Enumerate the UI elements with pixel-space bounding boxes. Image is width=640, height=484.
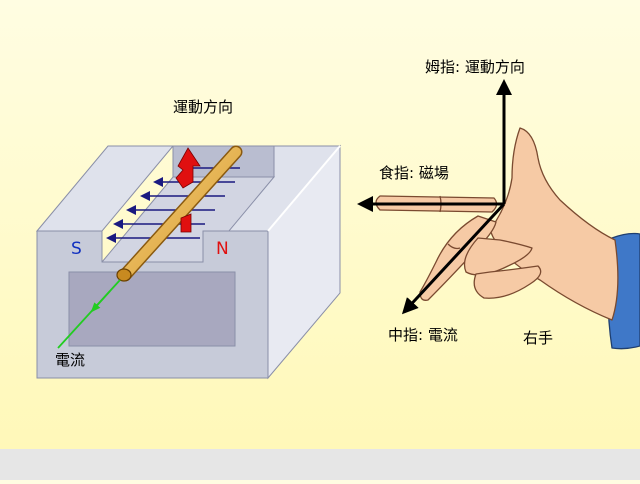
ring-finger — [463, 237, 533, 276]
motion-direction-label: 運動方向 — [173, 98, 234, 116]
force-arrow-tail — [180, 213, 192, 233]
rod-body — [120, 147, 241, 280]
current-arrow — [90, 290, 111, 313]
force-arrow — [175, 147, 201, 233]
little-finger — [473, 265, 542, 299]
middle-finger-label: 中指: 電流 — [388, 326, 458, 344]
south-pole-label: S — [71, 239, 82, 259]
north-pole-label: N — [216, 239, 229, 259]
magnet-edge-highlight — [267, 145, 341, 232]
right-hand-label: 右手 — [523, 329, 554, 347]
middle-axis-arrow — [401, 202, 506, 315]
rod-end — [116, 268, 132, 282]
right-hand — [375, 127, 640, 350]
palm — [489, 127, 619, 321]
current-label: 電流 — [55, 351, 86, 369]
bottom-bar — [0, 449, 640, 480]
index-finger-label: 食指: 磁場 — [379, 164, 449, 182]
finger-crease — [447, 243, 461, 250]
hand-axes — [357, 79, 512, 315]
force-arrow-head — [175, 147, 201, 189]
thumb-label: 姆指: 運動方向 — [425, 58, 525, 76]
conductor-rod — [116, 145, 243, 282]
